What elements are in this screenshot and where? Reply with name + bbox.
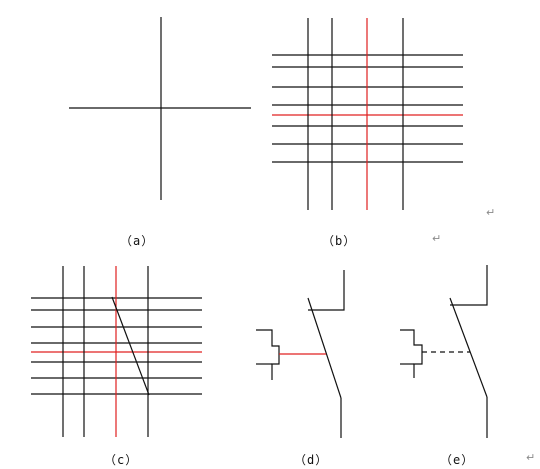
caption-d: （d） — [294, 453, 329, 467]
panel-d — [256, 270, 345, 438]
caption-b: （b） — [322, 234, 357, 248]
panel-e-left-profile — [400, 329, 423, 378]
panel-d-left-profile — [256, 329, 280, 380]
panel-e — [400, 265, 488, 438]
return-mark-1: ↵ — [486, 206, 496, 219]
panel-b-vertical-lines — [307, 18, 404, 210]
panel-c — [31, 266, 202, 437]
caption-c: （c） — [104, 453, 139, 467]
return-mark-2: ↵ — [432, 232, 442, 245]
panel-d-slant — [307, 297, 342, 399]
caption-e: （e） — [440, 453, 475, 467]
panel-b — [272, 18, 463, 210]
panel-e-slant — [449, 297, 488, 398]
panel-c-vertical-lines — [62, 266, 149, 437]
panel-d-top-profile — [308, 270, 345, 311]
caption-a: （a） — [120, 234, 155, 248]
panel-c-diagonal-cut — [111, 296, 150, 396]
return-mark-3: ↵ — [526, 451, 536, 464]
panel-a — [69, 17, 251, 200]
panel-e-top-profile — [450, 265, 488, 306]
